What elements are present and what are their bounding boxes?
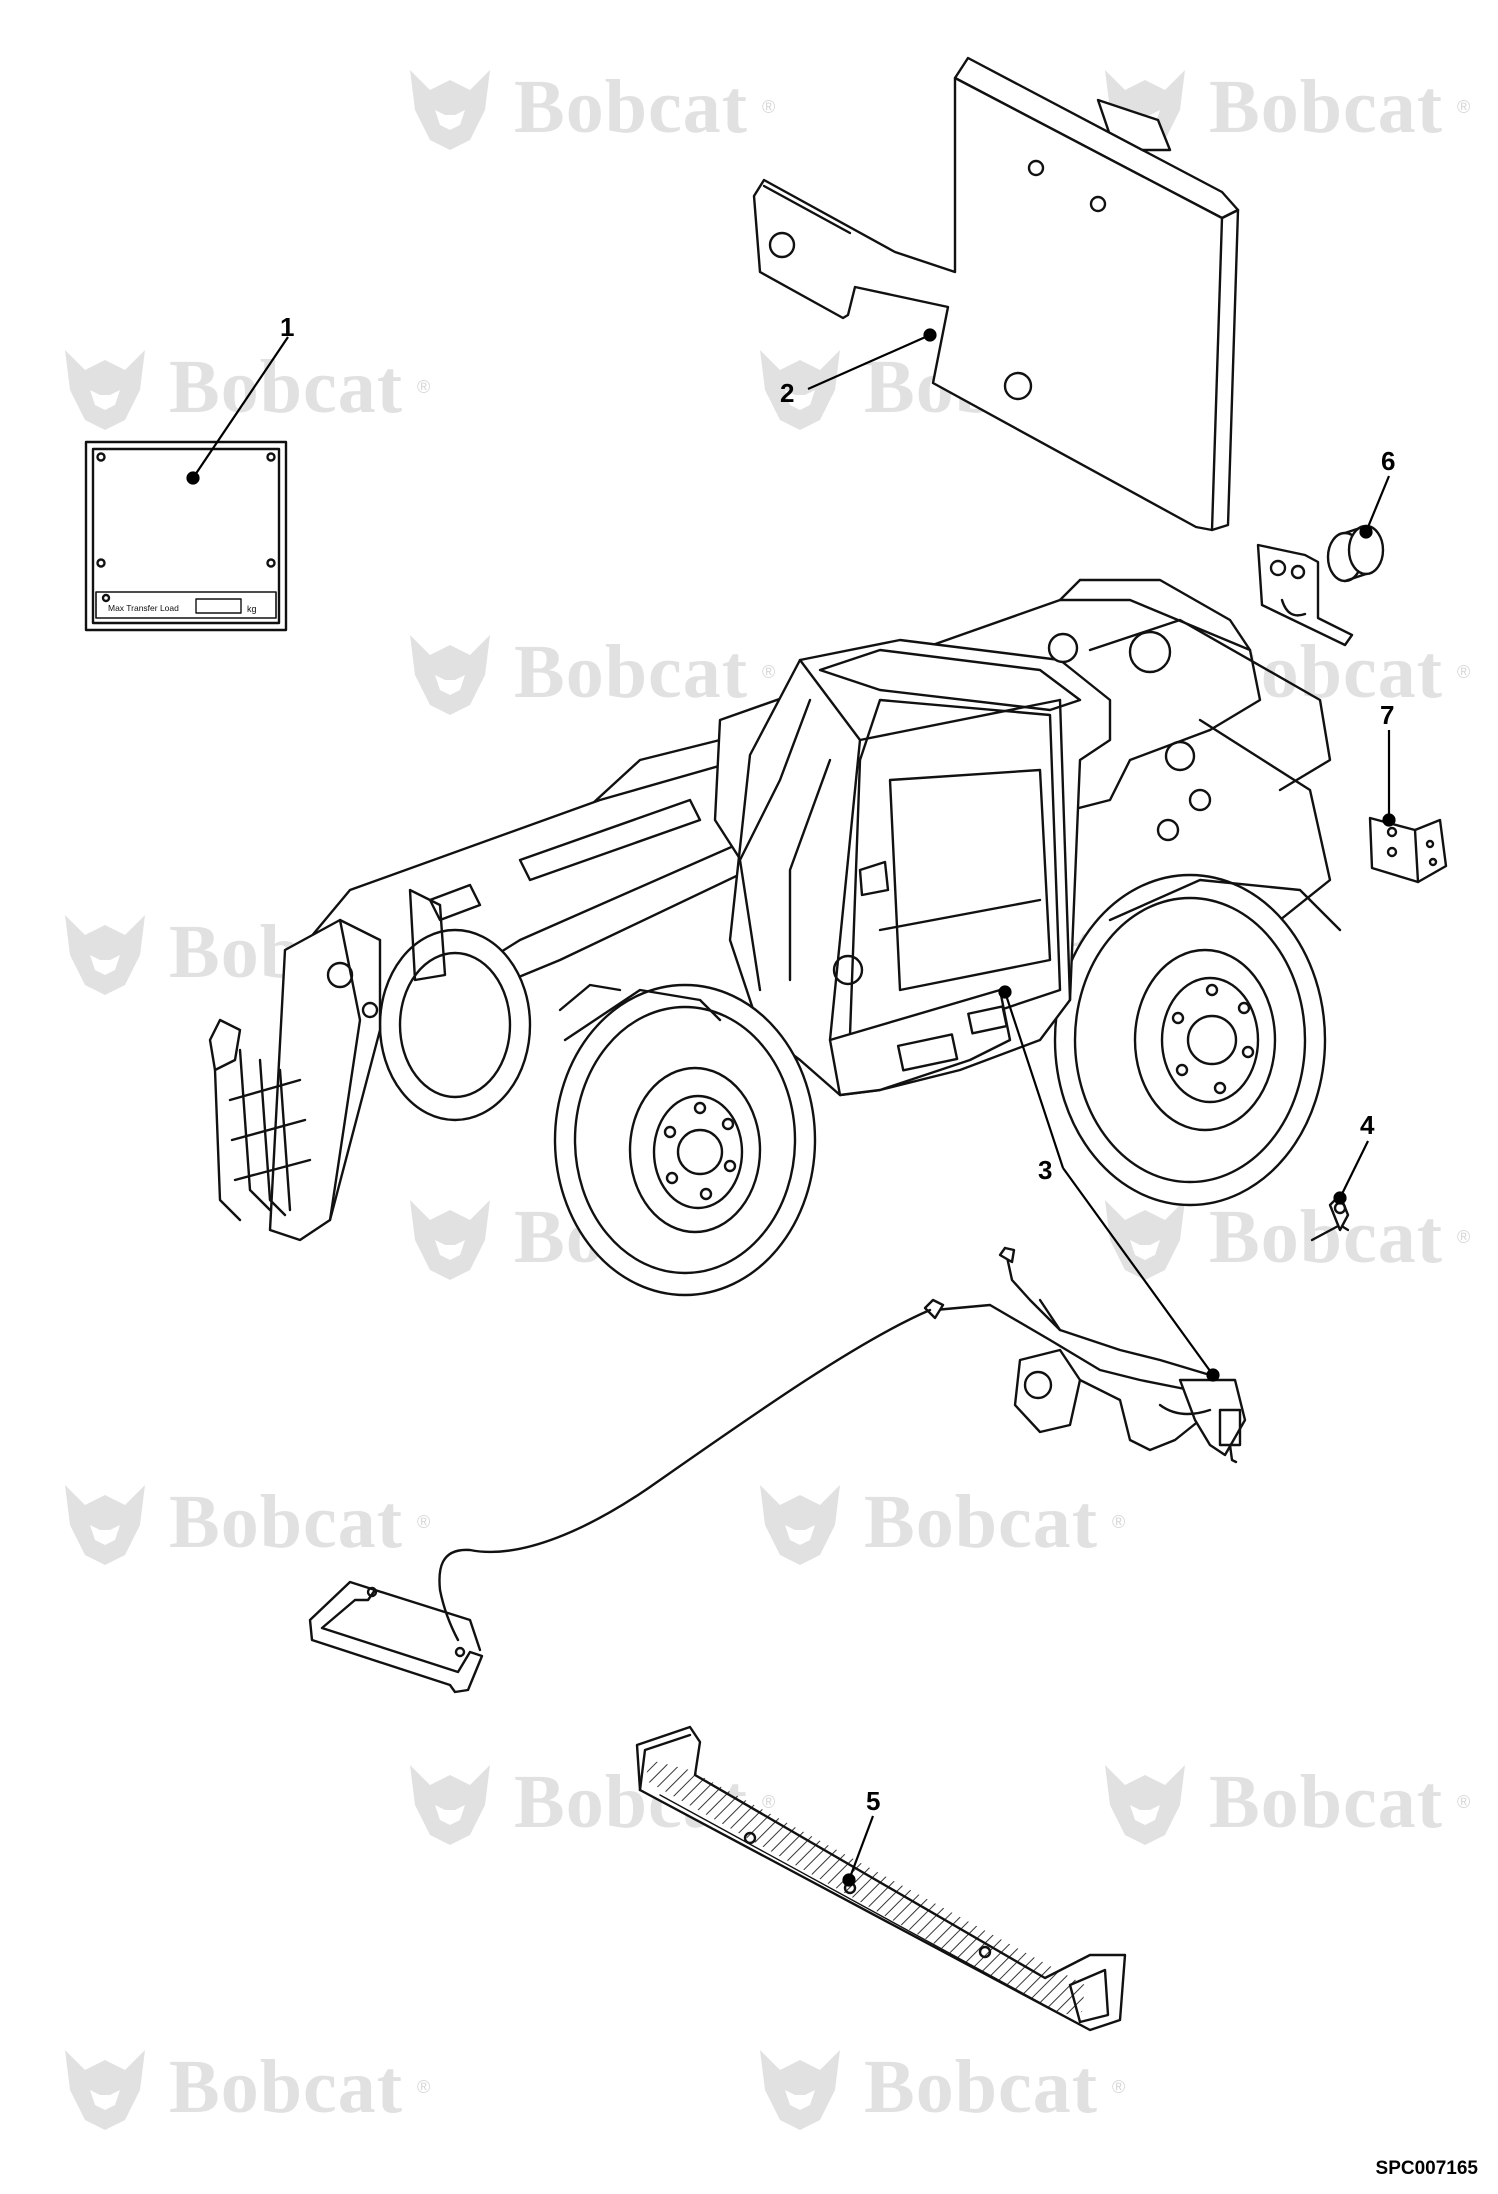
leader-line-3a (1003, 991, 1065, 1169)
drawing-id: SPC007165 (1375, 2158, 1478, 2179)
callout-5: 5 (866, 1786, 881, 1816)
leader-line-6 (1364, 475, 1391, 533)
decal-field-label: Max Transfer Load (108, 603, 179, 613)
leader-dot-3a (998, 985, 1012, 999)
decal-unit-label: kg (247, 604, 257, 614)
leader-dot-2 (923, 328, 937, 342)
callout-7: 7 (1380, 700, 1395, 730)
part-5-hatching (645, 1760, 1085, 2015)
part-3-harness (308, 1246, 1247, 1694)
telehandler-machine (208, 578, 1342, 1297)
leader-dot-3b (1206, 1368, 1220, 1382)
leader-line-2 (807, 333, 931, 391)
leader-line-1 (192, 336, 289, 479)
part-2-mounting-plate (752, 56, 1240, 532)
leader-dot-4 (1333, 1191, 1347, 1205)
callout-6: 6 (1381, 446, 1396, 476)
part-1-load-chart-decal: Max Transfer Load kg (84, 440, 288, 632)
leader-dot-6 (1359, 525, 1373, 539)
leader-dot-5 (842, 1873, 856, 1887)
leader-line-3b (1062, 1167, 1214, 1376)
callout-3: 3 (1038, 1155, 1053, 1185)
leader-line-5 (847, 1815, 875, 1881)
callout-4: 4 (1360, 1110, 1375, 1140)
part-6-clamp-bracket (1256, 524, 1385, 647)
leader-line-4 (1339, 1140, 1369, 1199)
callout-2: 2 (780, 378, 795, 408)
leader-dot-7 (1382, 813, 1396, 827)
part-7-small-bracket (1368, 816, 1448, 884)
callout-1: 1 (280, 312, 295, 342)
leader-dot-1 (186, 471, 200, 485)
